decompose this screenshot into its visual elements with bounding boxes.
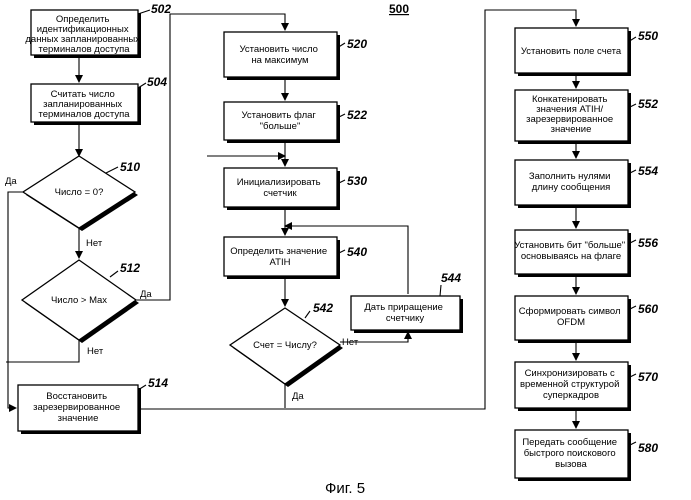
text-570-line-1: Синхронизировать с bbox=[525, 368, 615, 379]
text-550: Установить поле счета bbox=[521, 46, 622, 57]
text-556-line-2: основываясь на флаге bbox=[521, 251, 621, 262]
label-yes-512: Да bbox=[140, 289, 152, 300]
text-570-line-3: суперкадров bbox=[543, 390, 599, 401]
text-580-line-1: Передать сообщение bbox=[522, 437, 617, 448]
text-544-line-2: счетчику bbox=[386, 313, 424, 324]
ref-544: 544 bbox=[441, 271, 461, 285]
text-514-line-2: зарезервированное bbox=[33, 402, 120, 413]
ref-540: 540 bbox=[347, 245, 367, 259]
ref-530: 530 bbox=[347, 174, 367, 188]
text-560-line-2: OFDM bbox=[557, 317, 585, 328]
ref-560: 560 bbox=[638, 302, 658, 316]
text-540-line-2: ATIH bbox=[270, 257, 291, 268]
text-530-line-2: счетчик bbox=[263, 188, 297, 199]
edge-510-yes-514 bbox=[8, 192, 23, 408]
text-552-line-4: значение bbox=[551, 124, 592, 135]
text-512: Число > Max bbox=[51, 295, 107, 306]
text-514-line-3: значение bbox=[58, 413, 99, 424]
text-542: Счет = Числу? bbox=[253, 340, 317, 351]
label-yes-510: Да bbox=[5, 176, 17, 187]
text-520-line-1: Установить число bbox=[239, 44, 317, 55]
text-520-line-2: на максимум bbox=[251, 55, 308, 66]
label-no-542: Нет bbox=[342, 337, 359, 348]
text-530-line-1: Инициализировать bbox=[237, 177, 321, 188]
figure-label: 500 bbox=[389, 2, 409, 16]
text-510: Число = 0? bbox=[55, 187, 104, 198]
text-520: Установить число на максимум bbox=[239, 44, 320, 66]
ref-504: 504 bbox=[147, 75, 167, 89]
text-544-line-1: Дать приращение bbox=[364, 302, 443, 313]
text-522-line-1: Установить флаг bbox=[241, 110, 316, 121]
ref-514: 514 bbox=[148, 376, 168, 390]
ref-502: 502 bbox=[151, 2, 171, 16]
text-514-line-1: Восстановить bbox=[46, 391, 107, 402]
text-522-line-2: "больше" bbox=[260, 121, 301, 132]
text-580-line-2: быстрого поискового bbox=[524, 448, 616, 459]
ref-556: 556 bbox=[638, 236, 658, 250]
ref-550: 550 bbox=[638, 29, 658, 43]
ref-510: 510 bbox=[120, 160, 140, 174]
edge-514-550 bbox=[138, 10, 576, 409]
edge-512-no-join bbox=[6, 358, 79, 362]
ref-552: 552 bbox=[638, 97, 658, 111]
text-554: Заполнить нулями длину сообщения bbox=[529, 171, 613, 193]
ref-542: 542 bbox=[313, 301, 333, 315]
figure-caption: Фиг. 5 bbox=[325, 480, 365, 497]
text-556-line-1: Установить бит "больше" bbox=[514, 240, 625, 251]
label-no-510: Нет bbox=[86, 238, 103, 249]
label-no-512: Нет bbox=[87, 346, 104, 357]
ref-554: 554 bbox=[638, 164, 658, 178]
text-556: Установить бит "больше" основываясь на ф… bbox=[514, 240, 628, 262]
text-504: Считать число запланированных терминалов… bbox=[38, 89, 130, 120]
text-504-line-3: терминалов доступа bbox=[38, 109, 130, 120]
text-570-line-2: временной структурой bbox=[520, 379, 619, 390]
ref-580: 580 bbox=[638, 441, 658, 455]
label-yes-542: Да bbox=[292, 391, 304, 402]
ref-520: 520 bbox=[347, 37, 367, 51]
ref-570: 570 bbox=[638, 370, 658, 384]
text-554-line-2: длину сообщения bbox=[532, 182, 611, 193]
ref-522: 522 bbox=[347, 108, 367, 122]
text-580-line-3: вызова bbox=[555, 459, 587, 470]
text-560-line-1: Сформировать символ bbox=[519, 306, 621, 317]
ref-512: 512 bbox=[120, 261, 140, 275]
text-540-line-1: Определить значение bbox=[230, 246, 327, 257]
text-502-line-4: терминалов доступа bbox=[38, 44, 130, 55]
text-554-line-1: Заполнить нулями bbox=[529, 171, 611, 182]
